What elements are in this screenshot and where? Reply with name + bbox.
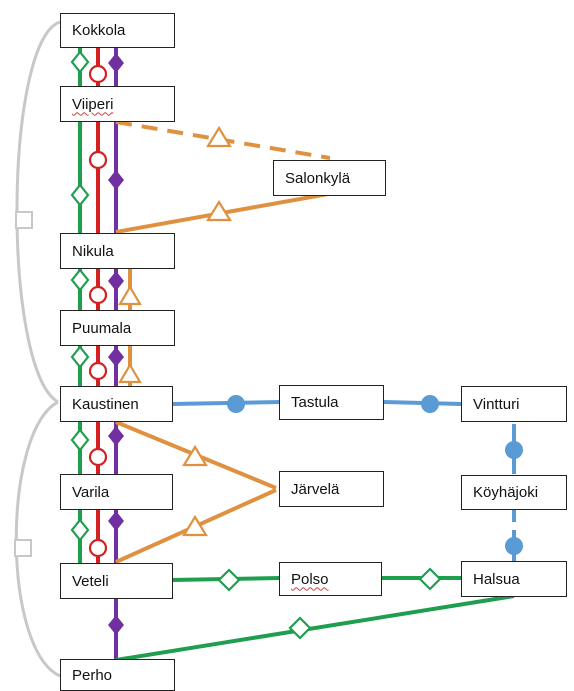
purple-diamond-marker [108,615,124,635]
gray-square-marker [14,539,32,557]
purple-diamond-marker [108,426,124,446]
red-circle-marker [88,150,108,170]
red-circle-marker [88,447,108,467]
green-markers [70,50,442,640]
station-label: Kaustinen [72,395,139,413]
green-diamond-marker [70,345,90,369]
gray-connectors [14,20,61,678]
station-label: Köyhäjoki [473,484,539,501]
green-diamond-marker [288,616,312,640]
station-puumala: Puumala [60,310,175,346]
purple-diamond-marker [108,511,124,531]
orange-triangle-marker [118,284,142,306]
green-diamond-marker [418,567,442,591]
green-diamond-marker [70,518,90,542]
station-label: Puumala [72,319,132,337]
station-label: Halsua [473,570,520,588]
red-circle-marker [88,538,108,558]
station-label: Vintturi [473,395,520,413]
station-label: Perho [72,666,113,684]
station-label: Polso [291,570,329,588]
orange-triangle-marker [206,125,232,148]
station-salonkyla: Salonkylä [273,160,386,196]
station-tastula: Tastula [279,385,384,420]
green-diamond-marker [70,268,90,292]
blue-circle-marker [505,441,523,459]
purple-markers [108,53,124,635]
station-label: Veteli [72,572,109,590]
gray-link-kokkola-kaustinen [15,20,61,404]
gray-square-marker [15,211,33,229]
station-label: Varila [72,483,110,501]
station-jarvela: Järvelä [279,471,384,507]
green-diamond-marker [70,183,90,207]
blue-circle-marker [421,395,439,413]
station-label: Järvelä [291,480,340,498]
station-halsua: Halsua [461,561,567,597]
blue-circle-marker [505,537,523,555]
orange-triangle-marker [182,514,208,537]
orange-triangle-marker [206,199,232,222]
blue-circle-marker [227,395,245,413]
orange-markers [118,125,232,537]
station-kaustinen: Kaustinen [60,386,173,422]
station-label: Nikula [72,242,114,260]
blue-markers [227,395,523,555]
green-diamond-marker [70,428,90,452]
purple-diamond-marker [108,271,124,291]
station-varila: Varila [60,474,173,510]
green-diamond-marker [70,50,90,74]
purple-diamond-marker [108,347,124,367]
green-link-halsua-perho [115,594,515,662]
orange-triangle-marker [118,362,142,384]
red-circle-marker [88,361,108,381]
green-diamond-marker [217,568,241,592]
station-polso: Polso [279,562,382,596]
station-label: Salonkylä [285,169,351,187]
orange-triangle-marker [182,444,208,467]
red-markers [88,64,108,558]
station-veteli: Veteli [60,563,173,599]
station-koyhajoki: Köyhäjoki [461,475,567,510]
station-viiperi: Viiperi [60,86,175,122]
station-vintturi: Vintturi [461,386,567,422]
red-circle-marker [88,64,108,84]
station-nikula: Nikula [60,233,175,269]
station-label: Kokkola [72,22,126,39]
blue-link-kaustinen-tastula [171,400,281,406]
station-label: Viiperi [72,95,114,113]
purple-diamond-marker [108,53,124,73]
station-kokkola: Kokkola [60,13,175,48]
purple-diamond-marker [108,170,124,190]
red-circle-marker [88,285,108,305]
station-perho: Perho [60,659,175,691]
station-label: Tastula [291,394,339,411]
